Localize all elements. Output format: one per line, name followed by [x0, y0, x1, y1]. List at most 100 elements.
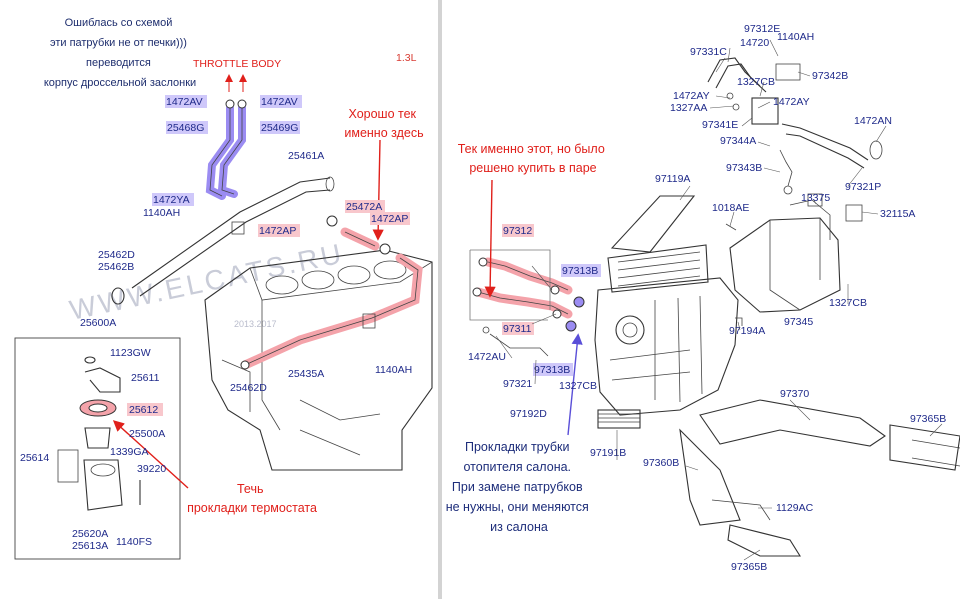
label-97341E: 97341E	[702, 119, 738, 131]
label-1018AE: 1018AE	[712, 202, 749, 214]
label-97119A: 97119A	[655, 173, 690, 185]
label-97311: 97311	[503, 323, 532, 335]
water-pipe-drawing	[111, 176, 335, 305]
label-97360B: 97360B	[643, 457, 679, 469]
gasket-note: Прокладки трубки отопителя салона. При з…	[446, 440, 593, 534]
heater-core-drawing	[607, 195, 709, 293]
label-1140FS: 1140FS	[116, 536, 152, 548]
label-97313B-b: 97313B	[534, 364, 570, 376]
label-1472YA: 1472YA	[153, 194, 190, 206]
blower-duct-drawing	[729, 199, 841, 313]
gasket-line-5: из салона	[490, 520, 548, 534]
label-97321: 97321	[503, 378, 532, 390]
left-part-labels: 1472AV 1472AV 25468G 25469G 25461A 1472Y…	[20, 95, 412, 552]
label-97312E: 97312E	[744, 23, 780, 35]
label-1123GW: 1123GW	[110, 347, 151, 359]
label-25500A: 25500A	[129, 428, 165, 440]
label-1327AA: 1327AA	[670, 102, 707, 114]
gasket-line-3: При замене патрубков	[452, 480, 583, 494]
label-25612: 25612	[129, 404, 158, 416]
note-line-2: эти патрубки не от печки)))	[50, 37, 187, 49]
label-1140AH-b: 1140AH	[375, 364, 412, 376]
right-part-labels: 97312E 14720 1140AH 97331C 1327CB 97342B…	[468, 23, 946, 573]
label-13375: 13375	[801, 192, 830, 204]
thermostat-leak-line-2: прокладки термостата	[187, 501, 317, 515]
label-25461A: 25461A	[288, 150, 324, 162]
label-1472AN: 1472AN	[854, 115, 892, 127]
good-leak-line-2: именно здесь	[344, 126, 423, 140]
label-25611: 25611	[131, 372, 160, 384]
label-25435A: 25435A	[288, 368, 324, 380]
good-leak-line-1: Хорошо тек	[349, 107, 417, 121]
panel-divider	[438, 0, 442, 599]
label-14720: 14720	[740, 37, 769, 49]
thermostat-assembly-drawing	[57, 356, 141, 511]
label-1472AP-b: 1472AP	[259, 225, 296, 237]
label-97343B: 97343B	[726, 162, 762, 174]
throttle-body-label: THROTTLE BODY	[193, 58, 281, 70]
label-25462D-b: 25462D	[230, 382, 267, 394]
label-25614: 25614	[20, 452, 49, 464]
label-97321P: 97321P	[845, 181, 881, 193]
throttle-up-arrows	[225, 74, 247, 92]
good-leak-note: Хорошо тек именно здесь	[344, 107, 423, 140]
label-25462B: 25462B	[98, 261, 134, 273]
label-25468G: 25468G	[167, 122, 204, 134]
hose-group-bracket	[469, 249, 551, 321]
label-1129AC: 1129AC	[776, 502, 814, 514]
thermostat-group-box	[14, 337, 181, 560]
label-1140AH-r: 1140AH	[777, 31, 814, 43]
label-97192D: 97192D	[510, 408, 547, 420]
label-97370: 97370	[780, 388, 809, 400]
gasket-line-1: Прокладки трубки	[465, 440, 570, 454]
bypass-hoses-highlighted	[205, 99, 247, 200]
label-1472AV-a: 1472AV	[166, 96, 203, 108]
thermostat-leak-line-1: Течь	[237, 482, 264, 496]
gasket-arrow	[567, 333, 583, 436]
label-32115A: 32115A	[880, 208, 915, 220]
engine-block-drawing	[204, 249, 433, 471]
exact-part-line-2: решено купить в паре	[469, 161, 596, 175]
label-1472AV-b: 1472AV	[261, 96, 298, 108]
label-25472A: 25472A	[346, 201, 382, 213]
exact-part-note: Тек именно этот, но было решено купить в…	[458, 142, 609, 175]
thermostat-leak-note: Течь прокладки термостата	[187, 482, 317, 515]
label-97342B: 97342B	[812, 70, 848, 82]
label-97194A: 97194A	[729, 325, 765, 337]
label-1472AP-a: 1472AP	[371, 213, 408, 225]
right-panel: Тек именно этот, но было решено купить в…	[446, 23, 960, 573]
label-1327CB-a: 1327CB	[737, 76, 775, 88]
label-97313B-a: 97313B	[562, 265, 598, 277]
label-39220: 39220	[137, 463, 166, 475]
label-1339GA: 1339GA	[110, 446, 149, 458]
label-25469G: 25469G	[261, 122, 298, 134]
heater-valve-assembly-drawing	[707, 57, 883, 195]
exact-part-arrow	[484, 179, 496, 298]
small-parts-drawing	[597, 193, 863, 429]
exact-part-line-1: Тек именно этот, но было	[458, 142, 605, 156]
heater-unit-drawing	[594, 277, 739, 416]
label-1140AH-a: 1140AH	[143, 207, 180, 219]
heater-pipe-highlighted	[240, 215, 423, 370]
rear-ducts-drawing	[679, 399, 960, 557]
left-panel: Ошиблась со схемой эти патрубки не от пе…	[14, 17, 433, 560]
label-97365B-a: 97365B	[910, 413, 946, 425]
note-line-1: Ошиблась со схемой	[65, 17, 173, 29]
note-line-4: корпус дроссельной заслонки	[44, 77, 196, 89]
label-25600A: 25600A	[80, 317, 116, 329]
label-1472AY-b: 1472AY	[773, 96, 810, 108]
engine-size-label: 1.3L	[396, 52, 417, 64]
label-25620A: 25620A	[72, 528, 108, 540]
label-1472AY-a: 1472AY	[673, 90, 710, 102]
label-1327CB-b: 1327CB	[559, 380, 597, 392]
gasket-line-4: не нужны, они меняются	[446, 500, 589, 514]
label-97312: 97312	[503, 225, 532, 237]
label-97331C: 97331C	[690, 46, 727, 58]
label-1472AU: 1472AU	[468, 351, 506, 363]
wrong-scheme-note: Ошиблась со схемой эти патрубки не от пе…	[44, 17, 196, 89]
note-line-3: переводится	[86, 57, 151, 69]
label-25613A: 25613A	[72, 540, 108, 552]
date-stamp: 2013.2017	[234, 319, 277, 329]
label-97345: 97345	[784, 316, 813, 328]
